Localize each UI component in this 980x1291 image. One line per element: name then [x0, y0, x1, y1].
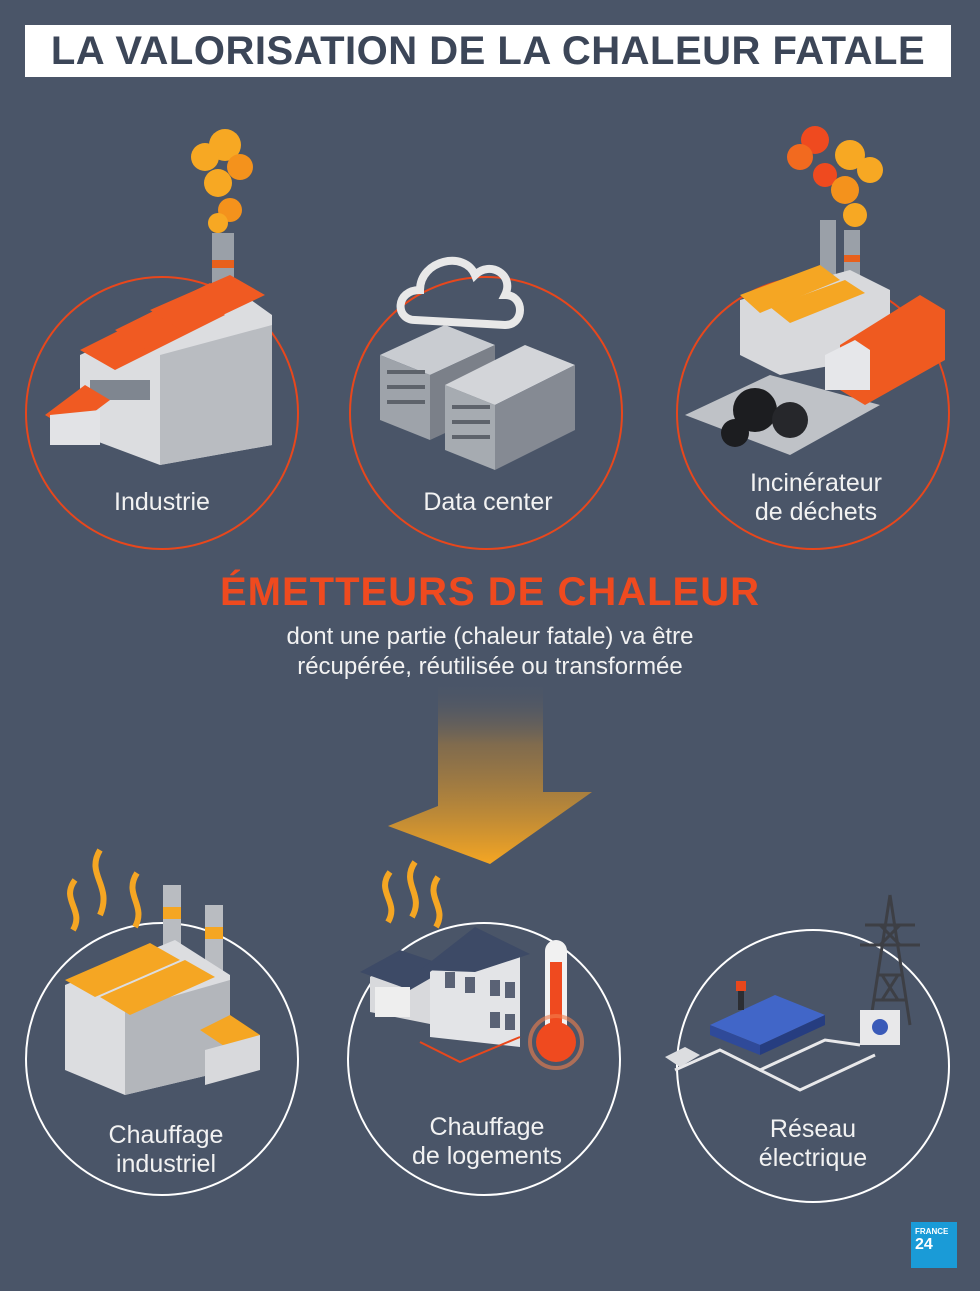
emitters-heading: ÉMETTEURS DE CHALEUR [219, 570, 761, 614]
data-center-icon [380, 256, 575, 470]
incinerator-label-line1: Incinérateur [749, 469, 883, 497]
industrial-heating-label-line1: Chauffage [108, 1121, 224, 1149]
title-banner: LA VALORISATION DE LA CHALEUR FATALE [25, 25, 951, 77]
page-title: LA VALORISATION DE LA CHALEUR FATALE [50, 28, 926, 73]
power-grid-label-line2: électrique [758, 1144, 868, 1172]
data-center-label-line1: Data center [423, 488, 553, 516]
industry-label: Industrie [32, 488, 292, 517]
down-arrow-icon [388, 680, 592, 864]
industrial-heating-label: Chauffage industriel [36, 1121, 296, 1179]
emitters-description: dont une partie (chaleur fatale) va être… [0, 622, 980, 682]
industrial-heating-circle [25, 922, 299, 1196]
logo-line1: FRANCE [915, 1227, 949, 1236]
logo-line2: 24 [915, 1236, 933, 1253]
power-grid-label-line1: Réseau [769, 1115, 857, 1143]
incinerator-label: Incinérateur de déchets [686, 469, 946, 527]
industry-circle [25, 276, 299, 550]
data-center-label: Data center [358, 488, 618, 517]
france24-logo: FRANCE 24 [911, 1222, 957, 1268]
power-grid-label: Réseau électrique [683, 1115, 943, 1173]
data-center-circle [349, 276, 623, 550]
factory-icon [45, 129, 272, 465]
power-grid-circle [676, 929, 950, 1203]
industrial-heating-label-line2: industriel [115, 1150, 217, 1178]
description-line2: récupérée, réutilisée ou transformée [297, 653, 683, 680]
housing-heating-icon [360, 860, 584, 1070]
power-grid-icon [665, 894, 920, 1092]
incinerator-icon [685, 126, 945, 455]
incinerator-label-line2: de déchets [754, 498, 878, 526]
description-line1: dont une partie (chaleur fatale) va être [286, 623, 694, 650]
industrial-heating-icon [65, 848, 260, 1095]
housing-heating-label-line2: de logements [411, 1142, 563, 1170]
housing-heating-label-line1: Chauffage [429, 1113, 545, 1141]
housing-heating-label: Chauffage de logements [357, 1113, 617, 1171]
industry-label-line1: Industrie [114, 488, 210, 516]
housing-heating-circle [347, 922, 621, 1196]
